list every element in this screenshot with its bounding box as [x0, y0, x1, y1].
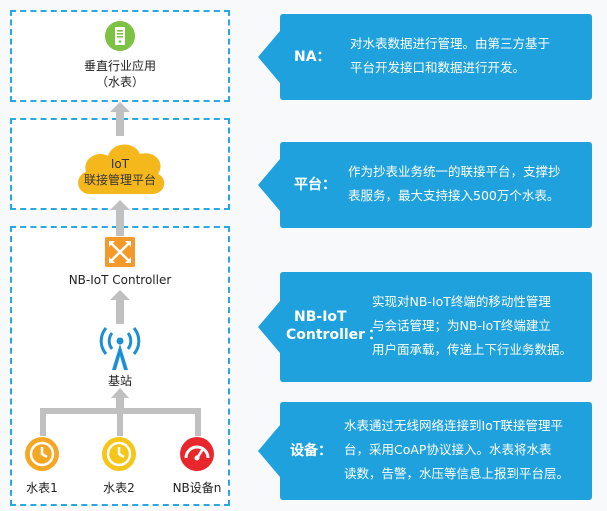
arrow-up-icon — [110, 102, 130, 136]
na-card: NA： 对水表数据进行管理。由第三方基于 平台开发接口和数据进行开发。 — [258, 14, 592, 100]
platform-card: 平台： 作为抄表业务统一的联接平台，支撑抄 表服务，最大支持接入500万个水表。 — [258, 142, 592, 228]
platform-card-body: 作为抄表业务统一的联接平台，支撑抄 表服务，最大支持接入500万个水表。 — [348, 160, 561, 208]
server-icon — [105, 21, 135, 51]
devices-card-title: 设备： — [290, 443, 332, 459]
devices-card-pointer — [258, 425, 280, 477]
devices-card-line: 台，采用CoAP协议接入。水表将水表 — [344, 442, 552, 457]
platform-card-line: 作为抄表业务统一的联接平台，支撑抄 — [348, 164, 561, 179]
antenna-icon — [99, 327, 141, 370]
controller-card-line: 与会话管理；为NB-IoT终端建立 — [372, 318, 551, 333]
device-1-clock-icon — [25, 437, 59, 471]
na-card-line: 平台开发接口和数据进行开发。 — [350, 60, 526, 75]
controller-label: NB-IoT Controller — [68, 273, 172, 287]
device-2-clock-icon — [102, 437, 136, 471]
controller-card: NB-IoT Controller ： 实现对NB-IoT终端的移动性管理 与会… — [258, 272, 592, 382]
na-card-line: 对水表数据进行管理。由第三方基于 — [350, 36, 551, 51]
device-connector-lines — [40, 388, 201, 436]
na-card-body: 对水表数据进行管理。由第三方基于 平台开发接口和数据进行开发。 — [350, 32, 550, 80]
device-n-gauge-icon — [180, 437, 214, 471]
platform-card-title: 平台： — [294, 177, 336, 193]
controller-card-body: 实现对NB-IoT终端的移动性管理 与会话管理；为NB-IoT终端建立 用户面承… — [372, 290, 572, 362]
arrow-up-icon — [110, 200, 130, 236]
platform-card-pointer — [258, 159, 280, 211]
device-n-label: NB设备n — [172, 481, 222, 495]
controller-card-title-line2: Controller — [286, 327, 366, 343]
platform-card-line: 表服务，最大支持接入500万个水表。 — [348, 188, 560, 203]
base-station-label: 基站 — [107, 374, 132, 388]
device-2-label: 水表2 — [103, 481, 135, 495]
controller-card-title-line1: NB-IoT — [294, 309, 347, 325]
arrow-up-icon — [110, 290, 130, 324]
controller-card-pointer — [258, 301, 280, 353]
na-card-pointer — [258, 31, 280, 83]
application-label: 垂直行业应用 — [83, 59, 156, 73]
devices-card: 设备： 水表通过无线网络连接到IoT联接管理平 台，采用CoAP协议接入。水表将… — [258, 402, 592, 500]
cloud-line2: 联接管理平台 — [83, 173, 156, 187]
controller-card-line: 实现对NB-IoT终端的移动性管理 — [372, 294, 551, 309]
device-1-label: 水表1 — [26, 481, 58, 495]
devices-card-line: 读数，告警，水压等信息上报到平台层。 — [344, 466, 570, 481]
devices-card-line: 水表通过无线网络连接到IoT联接管理平 — [344, 418, 563, 433]
cloud-line1: IoT — [110, 157, 130, 171]
na-card-title: NA： — [294, 49, 331, 65]
application-sub-label: （水表） — [95, 75, 144, 89]
controller-icon — [105, 237, 135, 267]
cloud-icon — [78, 144, 165, 194]
controller-card-colon: ： — [368, 327, 382, 343]
controller-card-line: 用户面承载，传递上下行业务数据。 — [372, 342, 573, 357]
devices-card-body: 水表通过无线网络连接到IoT联接管理平 台，采用CoAP协议接入。水表将水表 读… — [344, 414, 569, 486]
